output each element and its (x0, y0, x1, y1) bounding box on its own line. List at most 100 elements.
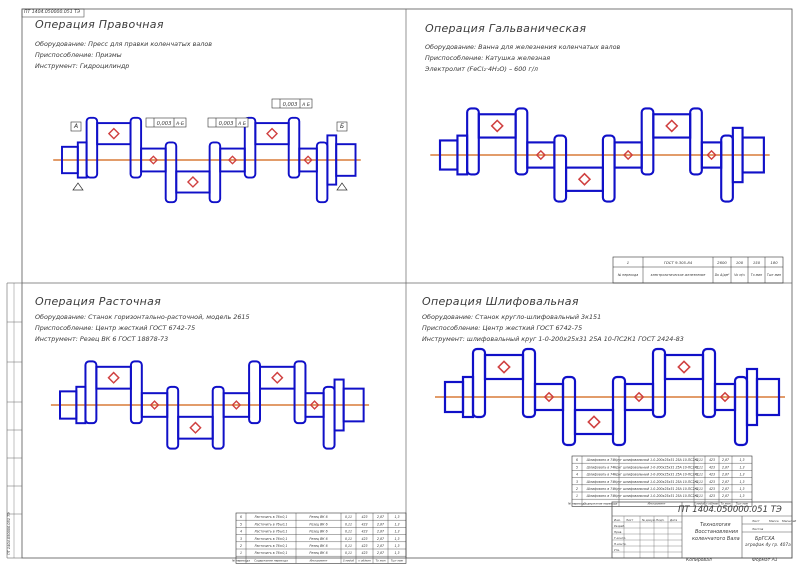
crank-web (611, 375, 627, 447)
table-head: То мин (720, 501, 730, 505)
table-cell: ГОСТ 9.305-84 (664, 260, 693, 265)
table-cell: 423 (709, 458, 715, 462)
crank-web (521, 347, 537, 419)
table-head: То мин (375, 558, 385, 562)
op-line: Оборудование: Пресс для правки коленчаты… (35, 40, 213, 48)
surface-mark (543, 391, 555, 403)
crank-web (248, 360, 262, 425)
title-block-name-2: Восстановления (695, 529, 739, 535)
table-cell: 423 (361, 522, 367, 526)
surface-mark (149, 400, 160, 410)
op-line: Инструмент: Гидроцилиндр (35, 62, 130, 70)
crank-web (640, 107, 655, 176)
table-cell: 0,11 (345, 551, 352, 555)
table-cell: Круг шлифовальный 1-0-200х25х31 25А 10-П… (614, 487, 699, 491)
op-line: Приспособление: Центр жесткий ГОСТ 6742-… (422, 324, 583, 332)
table-cell: Круг шлифовальный 1-0-200х25х31 25А 10-П… (614, 473, 699, 477)
table-cell: Шлифовать в 74 (587, 487, 615, 491)
table-cell: Расточить в 76±0,1 (255, 551, 288, 555)
surface-mark (490, 119, 504, 133)
outer-frame (21, 8, 793, 559)
crank-web (315, 141, 329, 204)
table-head: Тшт мин (391, 558, 404, 562)
crank-web (553, 134, 568, 203)
table-cell: 4 (576, 473, 578, 477)
datum-a: А (73, 123, 78, 130)
table-cell: 2,87 (377, 515, 384, 519)
table-cell: 2,87 (722, 458, 729, 462)
title-block-code: ПТ 1404.050000.051 ТЭ (678, 505, 782, 515)
crank-web (293, 360, 307, 425)
table-cell: 423 (361, 551, 367, 555)
table-cell: 423 (709, 480, 715, 484)
crank-pin (96, 122, 132, 146)
table-cell: Расточить в 76±0,1 (255, 522, 288, 526)
table-cell: Круг шлифовальный 1-0-200х25х31 25А 10-П… (614, 494, 699, 498)
surface-mark (148, 155, 159, 165)
crank-web (322, 385, 336, 450)
crank-pin (573, 408, 615, 436)
table-cell: Резец ВК 6 (309, 522, 327, 526)
tolerance-value: 0,003 (219, 121, 234, 127)
title-block-role: Пров. (614, 530, 622, 534)
surface-mark (271, 371, 284, 384)
table-cell: 0,11 (345, 522, 352, 526)
table-cell: 1,3 (739, 487, 744, 491)
table-cell: 423 (361, 537, 367, 541)
table-cell: 1,3 (739, 480, 744, 484)
table-cell: Резец ВК 6 (309, 537, 327, 541)
title-block-org-2: агрофак 4у гр. 407а (745, 543, 791, 548)
table-cell: 5 (240, 522, 242, 526)
tolerance-value: 0,003 (157, 121, 172, 127)
datum-b: Б (340, 123, 344, 130)
op-title-galvanic: Операция Гальваническая (425, 22, 587, 35)
crank-web (166, 385, 180, 450)
op-line: Инструмент: Резец ВК 6 ГОСТ 18878-73 (35, 335, 169, 343)
table-cell: 2,87 (377, 522, 384, 526)
crank-web (689, 107, 703, 176)
crank-web (466, 107, 480, 176)
table-cell: 0,11 (345, 530, 352, 534)
table-cell: 2 (240, 544, 242, 548)
surface-mark (622, 149, 634, 161)
crank-web (561, 375, 577, 447)
table-cell: 0,11 (696, 480, 703, 484)
table-cell: 2,87 (722, 494, 729, 498)
surface-mark (227, 155, 238, 165)
table-head: S мм/об (694, 501, 706, 505)
table-cell: Шлифовать в 74 (587, 458, 615, 462)
crank-pin (259, 365, 296, 390)
title-block-name-1: Технология (700, 522, 731, 528)
surface-mark (186, 176, 199, 188)
table-cell: 1,3 (739, 473, 744, 477)
crank-pin (652, 113, 692, 139)
table-head: S мм/об (343, 558, 355, 562)
table-cell: 1,3 (739, 458, 744, 462)
title-block-role: Т.контр. (614, 536, 626, 540)
table-cell: 423 (709, 465, 715, 469)
table-border (571, 455, 753, 507)
surface-mark (497, 360, 511, 374)
op-title-straightening: Операция Правочная (35, 18, 164, 31)
table-cell: 1,3 (394, 515, 399, 519)
crankshaft (435, 347, 785, 447)
crank-web (471, 347, 487, 419)
table-cell: 2,87 (722, 465, 729, 469)
datum-a-box (70, 121, 82, 132)
table-head: Vк м/ч (734, 273, 745, 277)
surface-mark (706, 149, 717, 161)
op-line: Оборудование: Станок кругло-шлифовальный… (422, 313, 602, 321)
title-block-sheet-label: Лист (751, 519, 760, 523)
support-prism-right (336, 182, 348, 191)
crank-web (211, 385, 225, 450)
table-cell: 180 (770, 260, 778, 265)
crank-web (651, 347, 667, 419)
table-cell: Круг шлифовальный 1-0-200х25х31 25А 10-П… (614, 465, 699, 469)
op-line: Приспособление: Призмы (35, 51, 122, 59)
table-cell: 2 (576, 487, 578, 491)
op-title-grinding: Операция Шлифовальная (422, 295, 579, 308)
